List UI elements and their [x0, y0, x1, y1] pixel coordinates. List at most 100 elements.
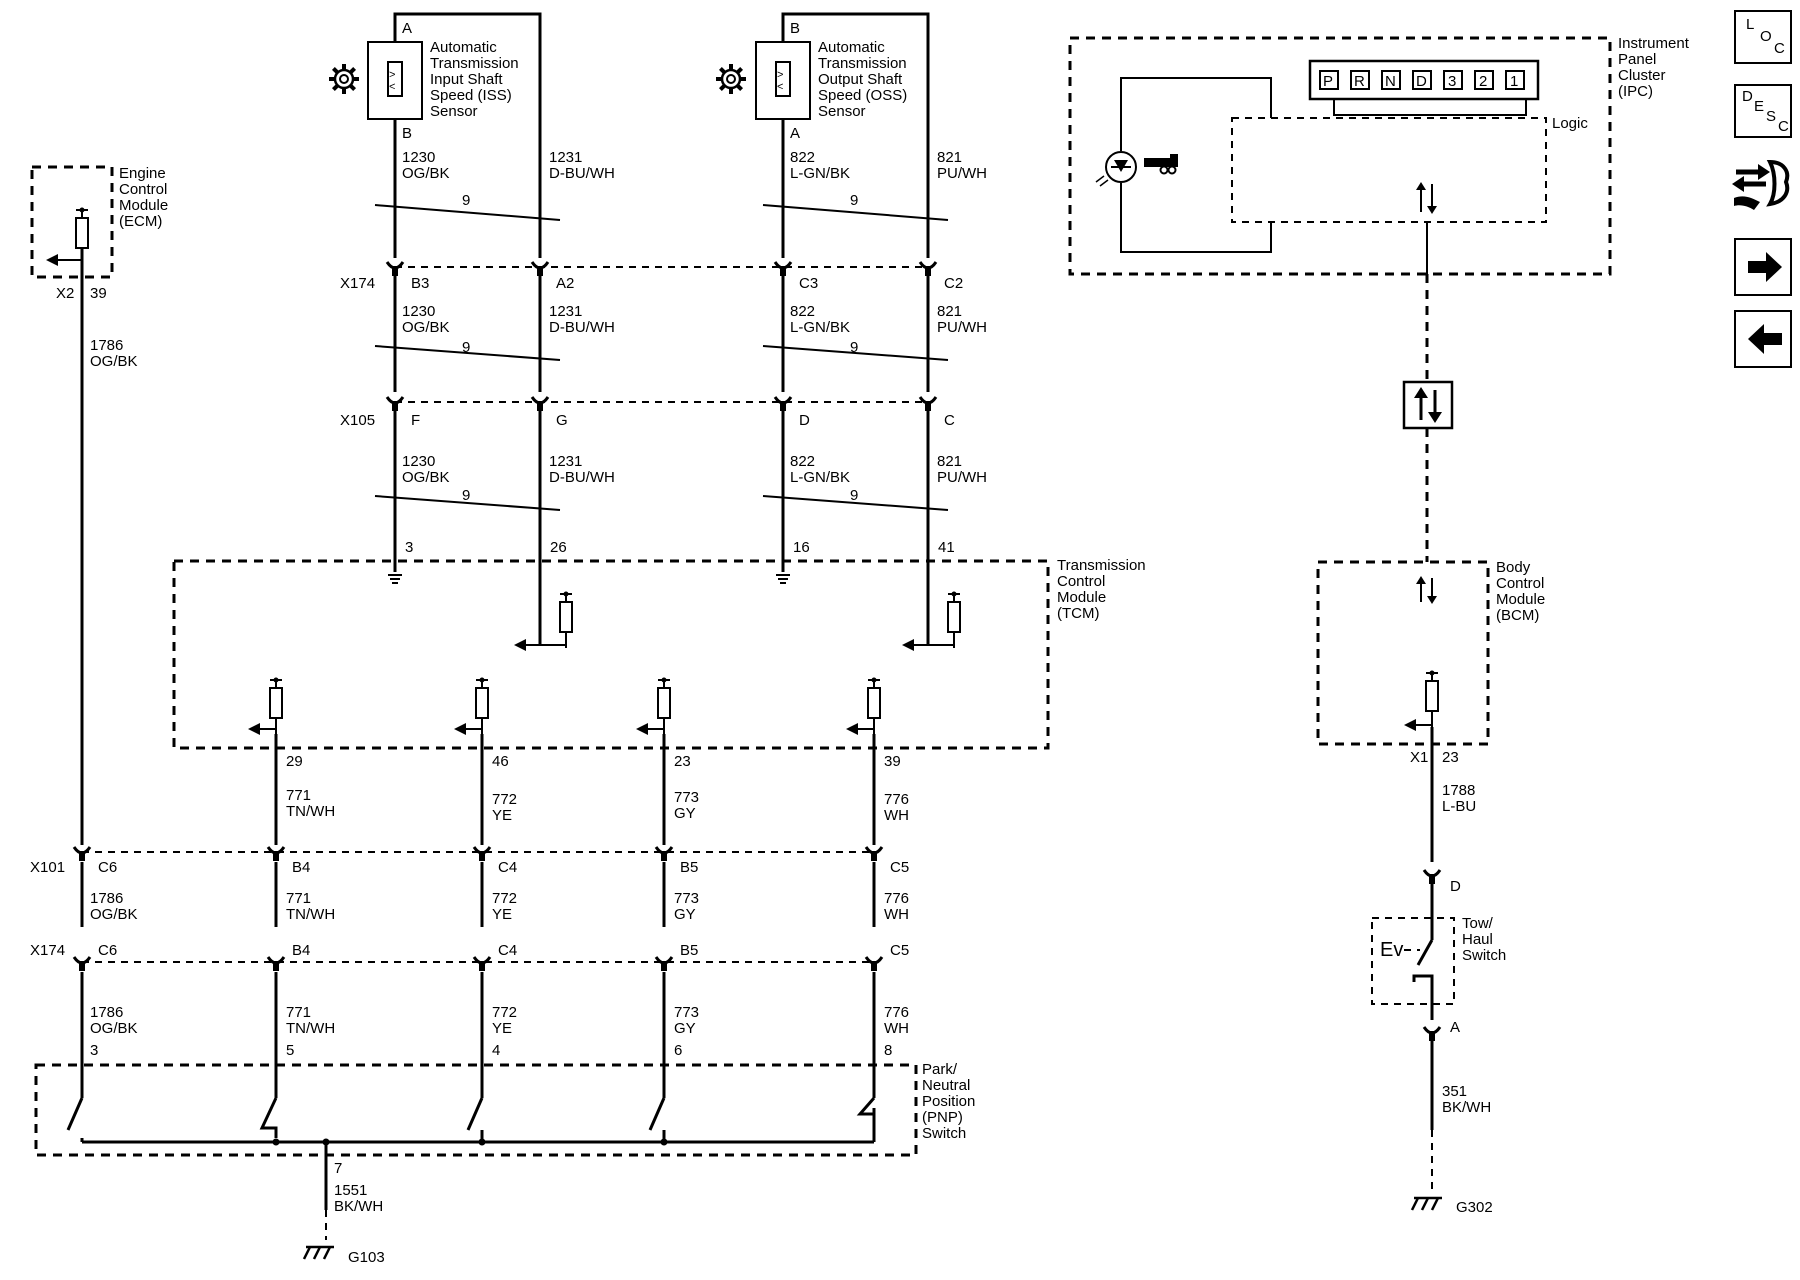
- svg-text:23: 23: [1442, 749, 1459, 766]
- svg-text:TN/WH: TN/WH: [286, 1020, 335, 1037]
- iss-pin-top: A: [402, 20, 412, 37]
- wires-x174-pnp: 1786 OG/BK 771 TN/WH 772 YE 773 GY 776 W…: [80, 972, 909, 1098]
- svg-text:D: D: [1416, 73, 1427, 90]
- connector-x101: X101 C6 B4 C4 B5 C5: [30, 845, 909, 876]
- ecm-label: Engine Control Module (ECM): [119, 165, 172, 230]
- oss-pin-top: B: [790, 20, 800, 37]
- svg-text:1786: 1786: [90, 890, 123, 907]
- svg-text:D-BU/WH: D-BU/WH: [549, 319, 615, 336]
- svg-text:4: 4: [492, 1042, 500, 1059]
- svg-text:3: 3: [1448, 73, 1456, 90]
- nav-letter: S: [1766, 108, 1777, 125]
- svg-text:39: 39: [884, 753, 901, 770]
- svg-text:X2: X2: [56, 285, 74, 302]
- svg-text:39: 39: [90, 285, 107, 302]
- ground-g103: G103: [348, 1249, 385, 1266]
- svg-text:C5: C5: [890, 942, 909, 959]
- svg-text:D: D: [799, 412, 810, 429]
- svg-text:WH: WH: [884, 1020, 909, 1037]
- svg-text:C4: C4: [498, 942, 517, 959]
- svg-text:WH: WH: [884, 807, 909, 824]
- svg-text:R: R: [1354, 73, 1365, 90]
- svg-text:1231: 1231: [549, 453, 582, 470]
- svg-text:YE: YE: [492, 1020, 512, 1037]
- next-page-button[interactable]: [1734, 238, 1792, 296]
- iss-pin-bottom: B: [402, 125, 412, 142]
- svg-text:X101: X101: [30, 859, 65, 876]
- svg-text:772: 772: [492, 1004, 517, 1021]
- svg-text:2: 2: [1479, 73, 1487, 90]
- svg-text:X1: X1: [1410, 749, 1428, 766]
- svg-text:822: 822: [790, 303, 815, 320]
- svg-text:GY: GY: [674, 1020, 696, 1037]
- svg-text:26: 26: [550, 539, 567, 556]
- svg-text:1786: 1786: [90, 337, 123, 354]
- svg-text:D: D: [1450, 878, 1461, 895]
- svg-text:C6: C6: [98, 942, 117, 959]
- svg-text:PU/WH: PU/WH: [937, 319, 987, 336]
- svg-text:8: 8: [884, 1042, 892, 1059]
- connector-view-button[interactable]: [1730, 158, 1792, 216]
- serial-data-bus-icon: [1402, 380, 1454, 430]
- svg-text:771: 771: [286, 1004, 311, 1021]
- svg-text:772: 772: [492, 890, 517, 907]
- svg-text:1231: 1231: [549, 303, 582, 320]
- svg-text:821: 821: [937, 303, 962, 320]
- pnp-circuit-labels-upper: 29 771 TN/WH 46 772 YE 23 773 GY 39 776 …: [286, 753, 909, 824]
- iss-circuit-labels: 1230 OG/BK 1231 D-BU/WH 1230 OG/BK 1231 …: [402, 149, 615, 486]
- gear-icon: [714, 62, 748, 96]
- oss-sensor: > < B A Automatic Transmission Output Sh…: [714, 20, 907, 142]
- svg-text:TN/WH: TN/WH: [286, 906, 335, 923]
- svg-text:<: <: [777, 81, 783, 93]
- svg-text:C: C: [944, 412, 955, 429]
- svg-text:776: 776: [884, 890, 909, 907]
- svg-text:X105: X105: [340, 412, 375, 429]
- tow-haul-switch: D Tow/ Haul Switch Ev A 351 BK/WH G302: [1371, 868, 1506, 1216]
- svg-text:776: 776: [884, 1004, 909, 1021]
- svg-text:1230: 1230: [402, 453, 435, 470]
- svg-text:1: 1: [1510, 73, 1518, 90]
- svg-text:776: 776: [884, 791, 909, 808]
- svg-text:822: 822: [790, 453, 815, 470]
- svg-text:L-GN/BK: L-GN/BK: [790, 469, 850, 486]
- ecm-module: Engine Control Module (ECM) X2 39 1786 O…: [30, 165, 172, 845]
- svg-text:<: <: [389, 81, 395, 93]
- svg-text:B4: B4: [292, 859, 310, 876]
- connector-x174-bottom: X174 C6 B4 C4 B5 C5: [30, 942, 909, 973]
- svg-text:A2: A2: [556, 275, 574, 292]
- svg-text:N: N: [1385, 73, 1396, 90]
- svg-text:BK/WH: BK/WH: [334, 1198, 383, 1215]
- prndl-letters: P R N D 3 2 1: [1319, 70, 1525, 90]
- svg-text:773: 773: [674, 1004, 699, 1021]
- svg-text:351: 351: [1442, 1083, 1467, 1100]
- svg-text:9: 9: [462, 339, 470, 356]
- iss-sensor: > < A B Automatic Transmission Input Sha…: [327, 20, 519, 142]
- svg-text:821: 821: [937, 149, 962, 166]
- svg-text:B4: B4: [292, 942, 310, 959]
- svg-text:773: 773: [674, 789, 699, 806]
- gear-icon: [327, 62, 361, 96]
- svg-text:YE: YE: [492, 807, 512, 824]
- svg-text:X174: X174: [340, 275, 375, 292]
- connector-x174-top: X174 B3 A2 C3 C2: [340, 260, 963, 292]
- svg-text:1230: 1230: [402, 149, 435, 166]
- tcm-label: Transmission Control Module (TCM): [1057, 557, 1150, 622]
- svg-text:YE: YE: [492, 906, 512, 923]
- tow-trailer-icon: [1144, 154, 1178, 175]
- svg-text:3: 3: [90, 1042, 98, 1059]
- connector-x105: X105 F G D C: [340, 395, 955, 429]
- location-button[interactable]: L O C: [1734, 10, 1792, 64]
- svg-text:D-BU/WH: D-BU/WH: [549, 469, 615, 486]
- previous-page-button[interactable]: [1734, 310, 1792, 368]
- tcm-top-pins: 3 26 16 41: [387, 539, 955, 584]
- wires-x101-x174: 1786 OG/BK 771 TN/WH 772 YE 773 GY 776 W…: [80, 862, 909, 927]
- bcm-module: Body Control Module (BCM) X1 23 1788 L-B…: [1316, 559, 1545, 862]
- svg-text:1788: 1788: [1442, 782, 1475, 799]
- nav-letter: D: [1742, 88, 1753, 105]
- svg-text:OG/BK: OG/BK: [402, 165, 450, 182]
- description-button[interactable]: D E S C: [1734, 84, 1792, 138]
- svg-text:7: 7: [334, 1160, 342, 1177]
- svg-text:A: A: [1450, 1019, 1460, 1036]
- svg-text:X174: X174: [30, 942, 65, 959]
- iss-wires: 9 9 9: [374, 119, 561, 645]
